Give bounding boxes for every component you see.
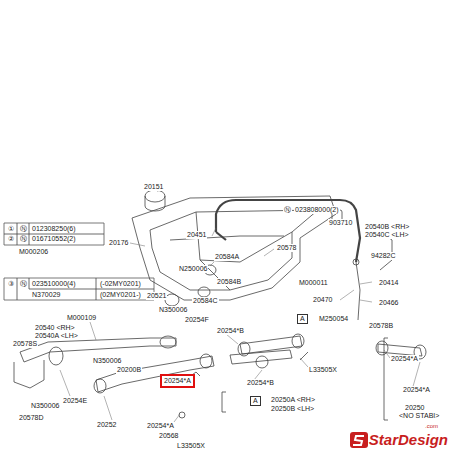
callout-number: 20254*A: [402, 386, 431, 394]
callout-number: 94282C: [370, 252, 397, 260]
callout-number: 016710552(2): [31, 235, 77, 243]
callout-number: 20254*B: [216, 327, 245, 335]
callout-number: Ⓝ: [283, 206, 292, 214]
callout-number: N350006: [92, 357, 122, 365]
callout-number: M000011: [298, 279, 329, 287]
callout-number: 20466: [378, 299, 399, 307]
callout-number: M250054: [318, 315, 349, 323]
callout-number: N250006: [178, 265, 208, 273]
callout-number: 20584B: [216, 278, 242, 286]
callout-number: N350006: [30, 402, 60, 410]
callout-number: 012308250(6): [31, 225, 77, 233]
callout-number: N370029: [31, 291, 61, 299]
callout-number: 20250A <RH>: [270, 396, 316, 404]
callout-number: 20250B <LH>: [270, 405, 315, 413]
callout-number: 20254*A: [390, 355, 419, 363]
callout-number: 20578D: [18, 414, 45, 422]
callout-number: 20540A <LH>: [34, 332, 79, 340]
callout-number: 20584A: [214, 253, 240, 261]
callout-number: Ⓝ: [19, 225, 28, 233]
callout-number: (-02MY0201): [99, 280, 142, 288]
callout-number: 20176: [108, 239, 129, 247]
callout-number: 20578: [276, 244, 297, 252]
callout-number: 20254F: [184, 316, 210, 324]
callout-number: 20578S: [12, 340, 38, 348]
callout-number: ③: [7, 280, 15, 288]
box-text: 20254*A: [164, 377, 191, 385]
box-text: A: [300, 315, 305, 323]
callout-number: 20584C: [192, 297, 219, 305]
callout-number: 20451: [186, 231, 207, 239]
callout-number: Ⓝ: [19, 280, 28, 288]
highlight-box: 20254*A: [160, 374, 195, 388]
callout-number: 20414: [378, 279, 399, 287]
callout-number: 20568: [158, 432, 179, 440]
callout-number: 903710: [328, 219, 353, 227]
callout-number: ①: [7, 225, 15, 233]
callout-number: 20540B <RH>: [364, 223, 410, 231]
callout-number: N350006: [158, 306, 188, 314]
callout-number: 20250: [404, 404, 425, 412]
callout-number: 023510000(4): [31, 280, 77, 288]
callout-number: M000109: [66, 314, 97, 322]
box-text: A: [253, 397, 258, 405]
callout-number: 20578B: [368, 322, 394, 330]
callout-number: ②: [7, 235, 15, 243]
callout-number: <NO STABI>: [398, 412, 440, 420]
callout-number: L33505X: [176, 442, 206, 450]
callout-number: 20254*B: [246, 379, 275, 387]
callout-number: M000206: [18, 248, 49, 256]
callout-number: 20521: [146, 292, 167, 300]
callout-number: 20151: [143, 183, 164, 191]
watermark-logo: .com: [424, 423, 439, 430]
callout-number: 023808000(2): [294, 206, 340, 214]
callout-number: Ⓝ: [19, 235, 28, 243]
callout-number: 20200B: [116, 366, 142, 374]
logo-mark: [350, 432, 368, 448]
callout-number: 20540 <RH>: [34, 324, 76, 332]
callout-number: L33505X: [308, 366, 338, 374]
callout-number: 20254*A: [146, 422, 175, 430]
reference-box: A: [297, 314, 308, 324]
callout-number: 20252: [96, 421, 117, 429]
watermark-logo: StarDesign: [368, 432, 449, 448]
callout-number: 20540C <LH>: [364, 231, 410, 239]
callout-number: 20254E: [62, 397, 88, 405]
callout-number: 20470: [312, 296, 333, 304]
callout-number: (02MY0201-): [99, 291, 142, 299]
reference-box: A: [250, 396, 261, 406]
